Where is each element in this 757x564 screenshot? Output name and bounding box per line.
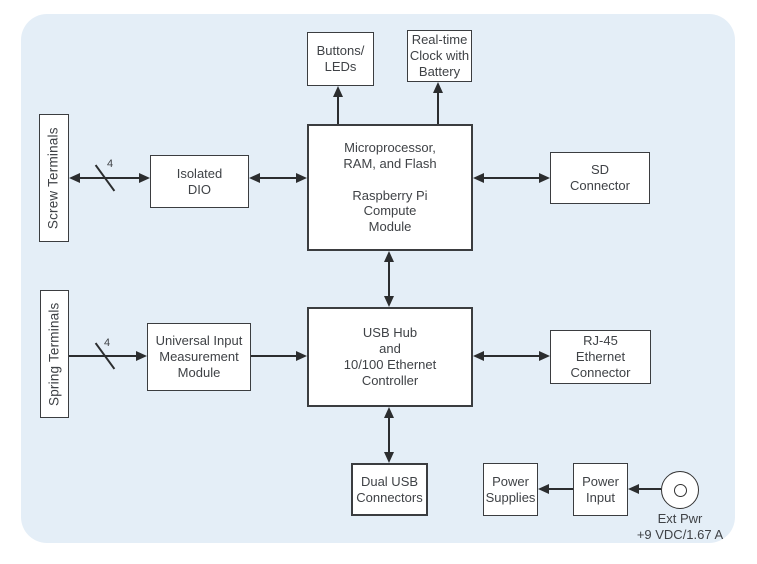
bus-width-label: 4: [106, 158, 114, 170]
arrow-line: [437, 88, 439, 124]
arrow-ext-pwr-power-input: [628, 484, 661, 494]
arrowhead-up-icon: [384, 407, 394, 418]
arrowhead-up-icon: [333, 86, 343, 97]
arrow-line: [479, 177, 544, 179]
node-buttons-leds: Buttons/ LEDs: [307, 32, 374, 86]
arrow-uim-usb-hub: [251, 351, 307, 361]
arrow-cpu-buttons-leds: [333, 86, 343, 124]
bus-width-label: 4: [103, 337, 111, 349]
ext-power-label: Ext Pwr +9 VDC/1.67 A: [610, 511, 750, 544]
node-power-input: Power Input: [573, 463, 628, 516]
node-label: Spring Terminals: [46, 302, 62, 406]
arrow-line: [544, 488, 573, 490]
node-dual-usb-connectors: Dual USB Connectors: [351, 463, 428, 516]
arrowhead-left-icon: [473, 351, 484, 361]
node-screw-terminals: Screw Terminals: [39, 114, 69, 242]
arrow-line: [255, 177, 301, 179]
arrowhead-right-icon: [539, 351, 550, 361]
arrowhead-down-icon: [384, 296, 394, 307]
node-microprocessor: Microprocessor, RAM, and Flash Raspberry…: [307, 124, 473, 251]
arrowhead-up-icon: [433, 82, 443, 93]
node-power-supplies: Power Supplies: [483, 463, 538, 516]
ext-power-connector-pin-icon: [673, 483, 687, 497]
arrow-line: [388, 413, 390, 457]
diagram-background-panel: [21, 14, 735, 543]
arrow-line: [337, 92, 339, 124]
arrow-usb-hub-rj45: [473, 351, 550, 361]
node-label: Screw Terminals: [45, 127, 61, 229]
arrowhead-right-icon: [136, 351, 147, 361]
node-usb-hub: USB Hub and 10/100 Ethernet Controller: [307, 307, 473, 407]
ext-power-rating: +9 VDC/1.67 A: [636, 527, 724, 543]
arrow-screw-terminals-isolated-dio: [69, 173, 150, 183]
node-universal-input-module: Universal Input Measurement Module: [147, 323, 251, 391]
arrow-cpu-sd-connector: [473, 173, 550, 183]
arrowhead-up-icon: [384, 251, 394, 262]
arrowhead-right-icon: [139, 173, 150, 183]
arrowhead-left-icon: [473, 173, 484, 183]
arrowhead-left-icon: [538, 484, 549, 494]
ext-power-connector-icon: [661, 471, 699, 509]
arrow-cpu-realtime-clock: [433, 82, 443, 124]
arrow-power-input-power-supplies: [538, 484, 573, 494]
arrowhead-right-icon: [539, 173, 550, 183]
arrowhead-left-icon: [69, 173, 80, 183]
node-realtime-clock: Real-time Clock with Battery: [407, 30, 472, 82]
arrow-isolated-dio-cpu: [249, 173, 307, 183]
arrowhead-down-icon: [384, 452, 394, 463]
arrowhead-left-icon: [628, 484, 639, 494]
arrow-line: [388, 257, 390, 301]
arrow-usb-hub-dual-usb: [384, 407, 394, 463]
arrow-line: [634, 488, 661, 490]
node-isolated-dio: Isolated DIO: [150, 155, 249, 208]
arrowhead-right-icon: [296, 173, 307, 183]
arrow-line: [75, 177, 144, 179]
arrowhead-right-icon: [296, 351, 307, 361]
ext-power-name: Ext Pwr: [657, 511, 703, 526]
arrowhead-left-icon: [249, 173, 260, 183]
arrow-line: [251, 355, 301, 357]
arrow-cpu-usb-hub: [384, 251, 394, 307]
node-rj45-connector: RJ-45 Ethernet Connector: [550, 330, 651, 384]
node-sd-connector: SD Connector: [550, 152, 650, 204]
arrow-line: [479, 355, 544, 357]
node-spring-terminals: Spring Terminals: [40, 290, 69, 418]
